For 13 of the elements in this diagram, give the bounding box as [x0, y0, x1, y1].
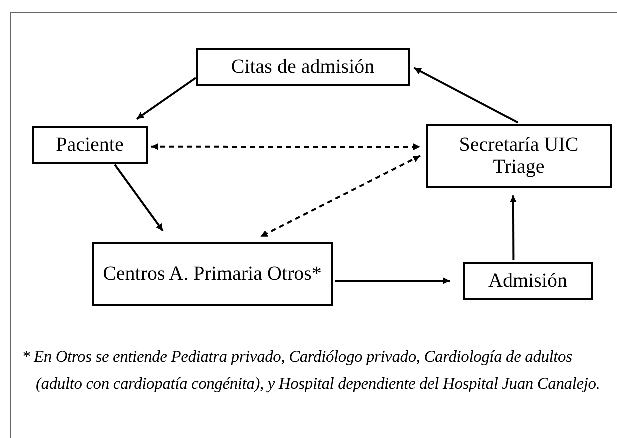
process-box: Secretaría UIC Triage	[426, 124, 612, 188]
process-box: Admisión	[463, 262, 593, 300]
process-box: Paciente	[32, 126, 148, 164]
arrow	[510, 196, 517, 260]
arrow	[151, 143, 420, 151]
process-box: Citas de admisión	[196, 48, 410, 86]
arrow	[414, 67, 519, 124]
arrow	[260, 155, 421, 238]
arrow	[136, 77, 197, 120]
arrow	[335, 278, 450, 284]
process-box: Centros A. Primaria Otros*	[92, 242, 333, 306]
arrow	[114, 164, 164, 232]
footnote: * En Otros se entiende Pediatra privado, Cardiólogo privado, Cardiología de adultos (adulto con cardiopatía congénita), y Hospital dependiente del Hospital Juan Canalejo.	[22, 346, 602, 395]
